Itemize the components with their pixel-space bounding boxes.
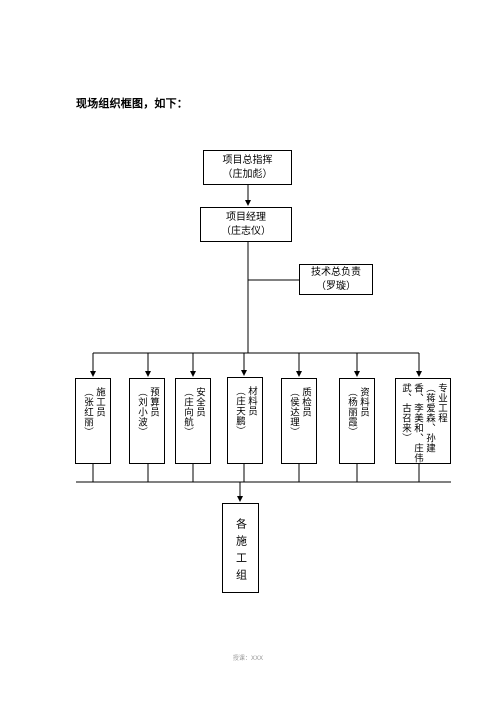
technical-lead-box: 技术总负责 （罗璇）	[299, 264, 373, 295]
department-box-specialty: 专业工程 （蒋爱森、孙建 香、李美和、庄伟 武、古召来）	[395, 378, 451, 464]
department-label: 预算员 （刘小波）	[136, 387, 159, 437]
technical-lead-name: （罗璇）	[316, 280, 356, 292]
project-director-name: （庄加彪）	[222, 168, 273, 180]
department-box-quality: 质检员 （侯达理）	[281, 378, 317, 464]
project-manager-box: 项目经理 （庄志仪）	[200, 207, 292, 242]
department-label: 安全员 （庄向航）	[182, 387, 205, 437]
department-box-materials: 材料员 （庄天鹏）	[227, 377, 263, 464]
project-manager-name: （庄志仪）	[221, 225, 271, 237]
department-label: 资料员 （杨丽霞）	[346, 387, 369, 437]
department-box-safety: 安全员 （庄向航）	[175, 378, 211, 464]
work-crews-box: 各施工组	[222, 503, 259, 593]
project-manager-title: 项目经理	[226, 211, 266, 223]
work-crews-label: 各施工组	[234, 518, 248, 586]
department-label: 专业工程 （蒋爱森、孙建 香、李美和、庄伟 武、古召来）	[400, 383, 447, 463]
department-label: 材料员 （庄天鹏）	[234, 386, 257, 436]
department-box-budget: 预算员 （刘小波）	[129, 378, 165, 464]
project-director-box: 项目总指挥 （庄加彪）	[203, 150, 292, 185]
department-box-documents: 资料员 （杨丽霞）	[339, 378, 375, 464]
department-box-construction: 施工员 （张红丽）	[75, 378, 111, 464]
footer-note: 授课：XXX	[232, 655, 264, 662]
project-director-title: 项目总指挥	[222, 154, 273, 166]
department-label: 施工员 （张红丽）	[82, 387, 105, 437]
technical-lead-title: 技术总负责	[311, 266, 361, 278]
department-label: 质检员 （侯达理）	[288, 387, 311, 437]
page-heading: 现场组织框图，如下：	[76, 97, 188, 110]
